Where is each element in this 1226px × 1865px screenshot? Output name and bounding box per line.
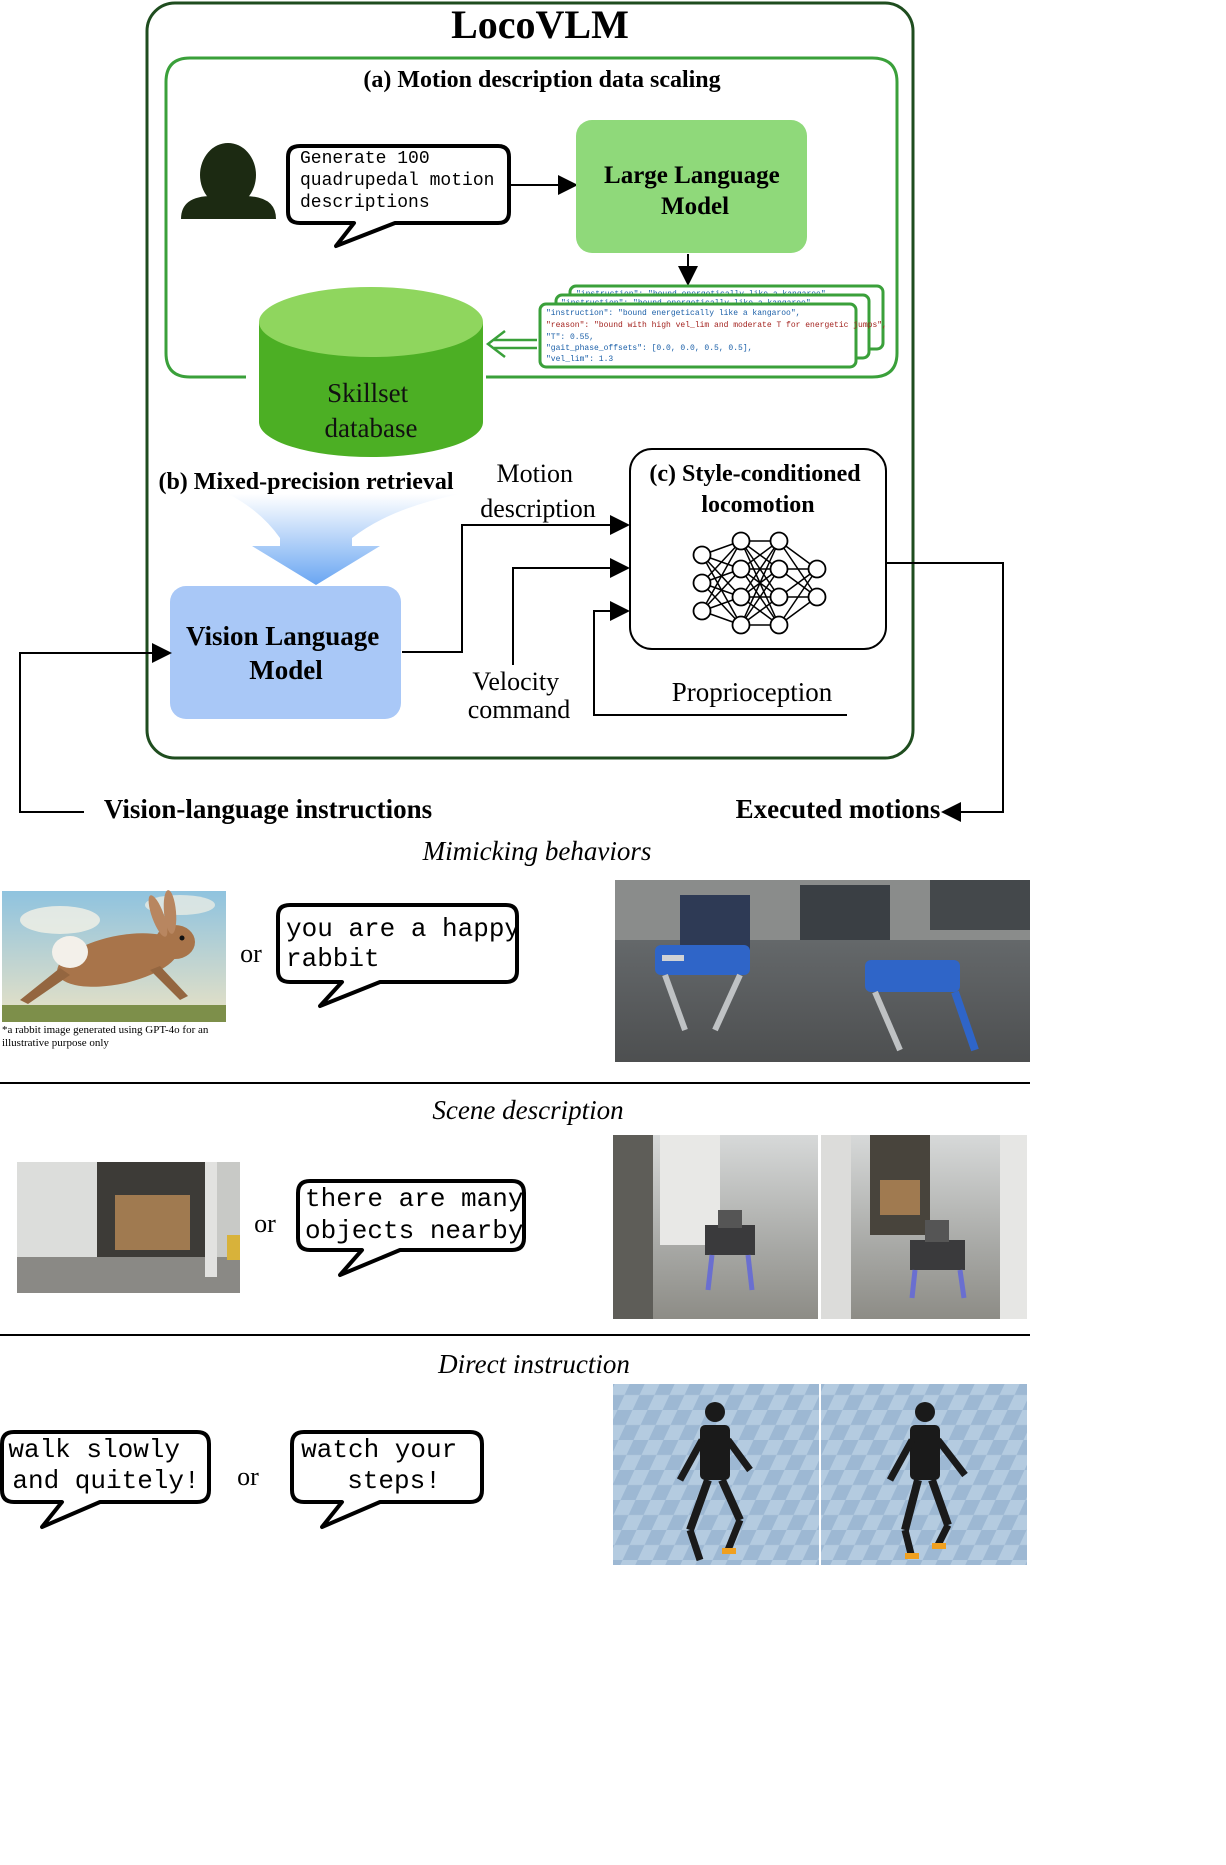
svg-text:Velocity command: Velocity command [468,667,571,724]
json-line-5: "vel_lim": 1.3 [546,355,613,364]
watch-bubble-line-2: steps! [347,1466,441,1496]
watch-bubble-line-1: watch your [301,1435,457,1465]
vlm-line-2: Model [249,655,323,685]
llm-line-1: Large Language [604,162,780,189]
locovlm-frame [145,1,915,760]
rabbit-footnote-line-1: *a rabbit image generated using GPT-4o f… [2,1024,209,1036]
scene-bubble-line-2: objects nearby [305,1216,523,1246]
neural-network-icon [692,531,827,635]
nn-node [731,615,751,635]
cards-to-database-arrow [485,330,537,358]
direct-or: or [237,1462,259,1491]
prompt-line-2: quadrupedal motion [300,171,494,191]
database-line-1: Skillset [327,378,409,408]
json-line-1: "instruction": "bound energetically like… [546,309,800,318]
watch-steps-bubble: watch your steps! [290,1430,484,1529]
nn-node [769,559,789,579]
svg-text:watch your steps!: watch your steps! [301,1435,473,1496]
svg-text:Motion description: Motion description [480,459,596,523]
json-cards: "instruction": "bound energetically like… [538,284,892,369]
prompt-line-1: Generate 100 [300,149,430,169]
svg-text:Generate 100 quadrupedal: Generate 100 quadrupedal motion descript… [300,149,505,213]
vlm-line-1: Vision Language [186,621,379,651]
mimicking-title: Mimicking behaviors [422,836,652,866]
nn-node [807,559,827,579]
direct-title: Direct instruction [437,1349,630,1379]
nn-node [769,531,789,551]
section-a-frame [164,56,899,379]
walk-slowly-bubble: walk slowly and quitely! [0,1430,211,1529]
rabbit-footnote-line-2: illustrative purpose only [2,1037,109,1049]
nn-node [692,601,712,621]
motion-description-arrow [402,515,630,653]
mimicking-or: or [240,939,262,968]
nn-node [731,587,751,607]
velocity-command-arrow [512,558,630,665]
scene-or: or [254,1209,276,1238]
scene-title: Scene description [432,1095,623,1125]
llm-line-2: Model [661,193,729,220]
velocity-label-line-2: command [468,695,571,724]
quadruped-office-photo [615,880,1030,1062]
executed-motions-arrow [887,562,1004,822]
prompt-bubble: Generate 100 quadrupedal motion descript… [286,144,511,248]
section-a-title: (a) Motion description data scaling [363,67,720,93]
section-b-title: (b) Mixed-precision retrieval [158,469,453,495]
instructions-arrow [19,643,172,813]
svg-text:*a rabbit image generated usin: *a rabbit image generated using GPT-4o f… [2,1024,211,1049]
scene-bubble-line-1: there are many [305,1184,523,1214]
svg-text:(c) Style-conditioned loco: (c) Style-conditioned locomotion [649,461,866,518]
svg-text:Skillset database: Skillset database [325,378,418,443]
rabbit-bubble-line-1: you are a happy [286,914,520,944]
section-c-title-line-1: (c) Style-conditioned [649,461,861,487]
walk-bubble-line-2: and quitely! [12,1466,199,1496]
retrieval-arrow [228,494,460,585]
llm-box [576,120,807,253]
nn-node [769,615,789,635]
person-icon [181,143,276,219]
locovlm-title: LocoVLM [451,2,629,47]
section-c-title-line-2: locomotion [701,492,814,518]
hallway-robot-photo-2 [821,1135,1027,1319]
doorway-photo [17,1162,240,1293]
proprioception-label: Proprioception [672,677,833,707]
svg-text:Vision Language Model: Vision Language Model [186,621,386,685]
humanoid-sim-photo-2 [821,1384,1027,1565]
nn-node [692,573,712,593]
nn-node [731,531,751,551]
svg-text:Large Language Model: Large Language Model [604,162,786,220]
vlm-box [170,586,401,719]
nn-node [807,587,827,607]
prompt-line-3: descriptions [300,193,430,213]
svg-text:you are a happy rabbit: you are a happy rabbit [286,914,536,974]
json-line-2: "reason": "bound with high vel_lim and m… [546,321,887,330]
scene-bubble: there are many objects nearby [296,1179,539,1277]
inputs-label: Vision-language instructions [104,794,432,824]
walk-bubble-line-1: walk slowly [8,1435,180,1465]
svg-text:walk slowly and quitely!: walk slowly and quitely! [8,1435,199,1496]
velocity-label-line-1: Velocity [472,667,559,696]
svg-text:"instruction": "bound energeti: "instruction": "bound energetically like… [546,309,892,364]
rabbit-image [2,890,226,1022]
motion-label-line-1: Motion [496,459,573,488]
nn-node [731,559,751,579]
skillset-database [259,287,483,457]
hallway-robot-photo-1 [613,1135,818,1319]
motion-label-line-2: description [480,494,596,523]
humanoid-sim-photo-1 [613,1384,819,1565]
json-line-3: "T": 0.55, [546,333,594,342]
rabbit-bubble-line-2: rabbit [286,944,380,974]
rabbit-bubble: you are a happy rabbit [276,903,536,1008]
outputs-label: Executed motions [736,794,941,824]
svg-text:there are many objects n: there are many objects nearby [305,1184,539,1246]
json-line-4: "gait_phase_offsets": [0.0, 0.0, 0.5, 0.… [546,344,752,353]
proprioception-arrow [593,601,847,716]
nn-node [692,545,712,565]
database-line-2: database [325,413,418,443]
nn-node [769,587,789,607]
